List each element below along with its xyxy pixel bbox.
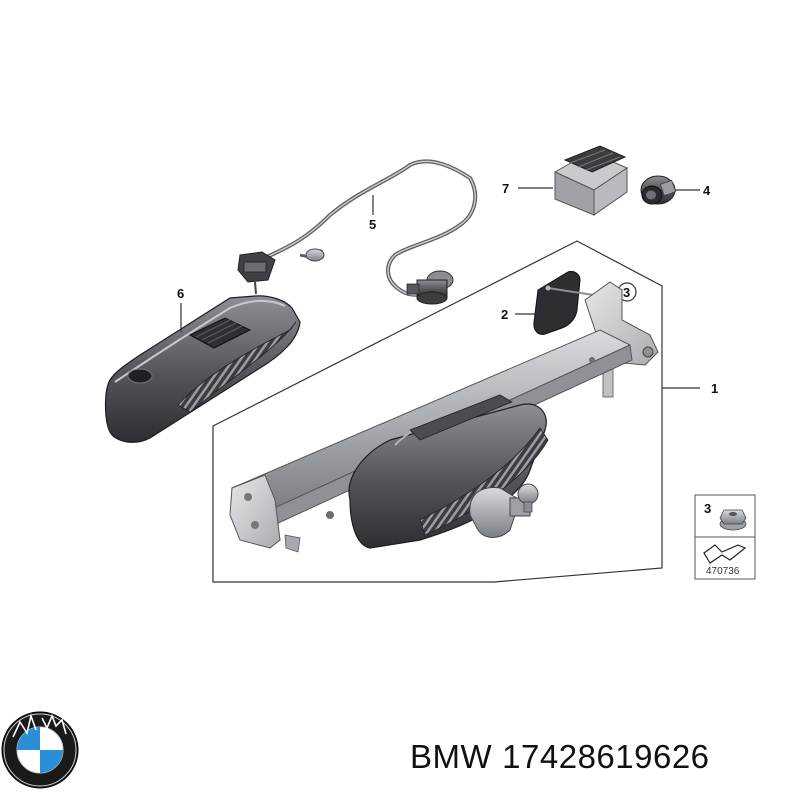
callout-7: 7	[502, 181, 509, 196]
part-number: 17428619626	[502, 738, 710, 775]
wiring-harness-5	[237, 159, 478, 305]
harness-plug	[406, 270, 454, 305]
callout-1: 1	[711, 381, 718, 396]
control-unit-7	[553, 145, 629, 216]
bmw-logo-icon	[1, 711, 79, 789]
seal-gasket-2	[533, 271, 601, 335]
legend-item-number: 3	[704, 501, 711, 516]
callout-5: 5	[369, 217, 376, 232]
tow-ball	[517, 483, 539, 505]
callout-4: 4	[703, 183, 711, 198]
legend-box: 3 470736	[694, 494, 756, 580]
callout-3: 3	[623, 285, 630, 300]
callout-6: 6	[177, 286, 184, 301]
socket-connector-4	[640, 175, 677, 205]
assembly-frame	[212, 240, 663, 583]
reference-arrow-icon	[703, 544, 747, 564]
callout-2: 2	[501, 307, 508, 322]
cover-housing-6	[104, 295, 301, 443]
reference-number: 470736	[706, 566, 740, 577]
flange-nut-icon	[719, 509, 747, 531]
tow-hitch-assembly-1	[229, 281, 659, 553]
brand-name: BMW	[410, 738, 493, 775]
